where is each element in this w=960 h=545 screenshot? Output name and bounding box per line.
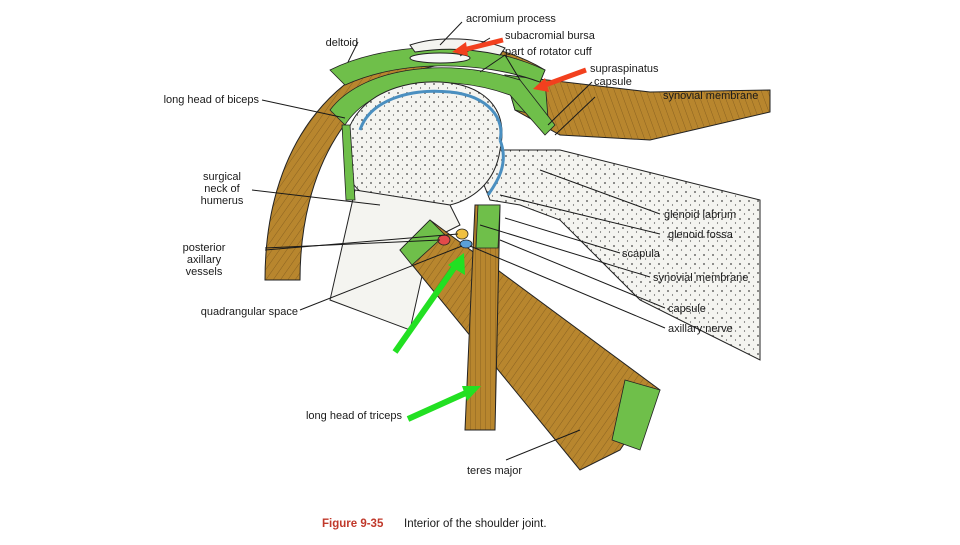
label-synovial-membrane-top: synovial membrane (663, 90, 758, 102)
label-deltoid: deltoid (326, 37, 358, 49)
supraspinatus-muscle (504, 74, 771, 141)
label-teres-major: teres major (467, 465, 522, 477)
label-capsule-top: capsule (594, 76, 632, 88)
synovial-membrane-line (358, 89, 503, 141)
label-axillary-nerve: axillary nerve (668, 323, 733, 335)
deltoid-tendon-green (329, 46, 546, 86)
subacromial-bursa (409, 52, 471, 64)
scapula-bone (469, 149, 761, 361)
label-glenoid-labrum: glenoid labrum (664, 209, 736, 221)
green-arrow-triceps (406, 386, 481, 422)
posterior-axillary-vein (459, 239, 473, 249)
triceps-tendon (475, 204, 501, 249)
label-glenoid-fossa: glenoid fossa (668, 229, 734, 241)
label-quadrangular-space: quadrangular space (201, 306, 298, 318)
label-surgical-neck-1: surgical (203, 171, 241, 183)
figure-caption: Interior of the shoulder joint. (404, 518, 547, 530)
label-posterior-2: axillary (187, 254, 222, 266)
label-part-of-rotator-cuff: part of rotator cuff (505, 46, 593, 58)
label-scapula: scapula (622, 248, 661, 260)
label-synovial-membrane-bottom: synovial membrane (653, 272, 748, 284)
label-supraspinatus: supraspinatus (590, 63, 659, 75)
label-posterior-1: posterior (183, 242, 226, 254)
red-arrow-bursa (452, 37, 504, 56)
label-subacromial-bursa: subacromial bursa (505, 30, 596, 42)
teres-major-end-green (611, 379, 661, 451)
label-surgical-neck-2: neck of (204, 183, 240, 195)
label-long-head-of-triceps: long head of triceps (306, 410, 403, 422)
green-arrow-quadrangular (392, 253, 465, 354)
figure-number: Figure 9-35 (322, 518, 384, 530)
label-acromium-process: acromium process (466, 13, 556, 25)
glenoid-labrum-line (486, 139, 505, 196)
label-posterior-3: vessels (186, 266, 223, 278)
label-surgical-neck-3: humerus (201, 195, 244, 207)
biceps-tendon (341, 124, 356, 201)
label-long-head-of-biceps: long head of biceps (164, 94, 260, 106)
label-capsule-bottom: capsule (668, 303, 706, 315)
red-arrow-supraspinatus (533, 67, 587, 92)
